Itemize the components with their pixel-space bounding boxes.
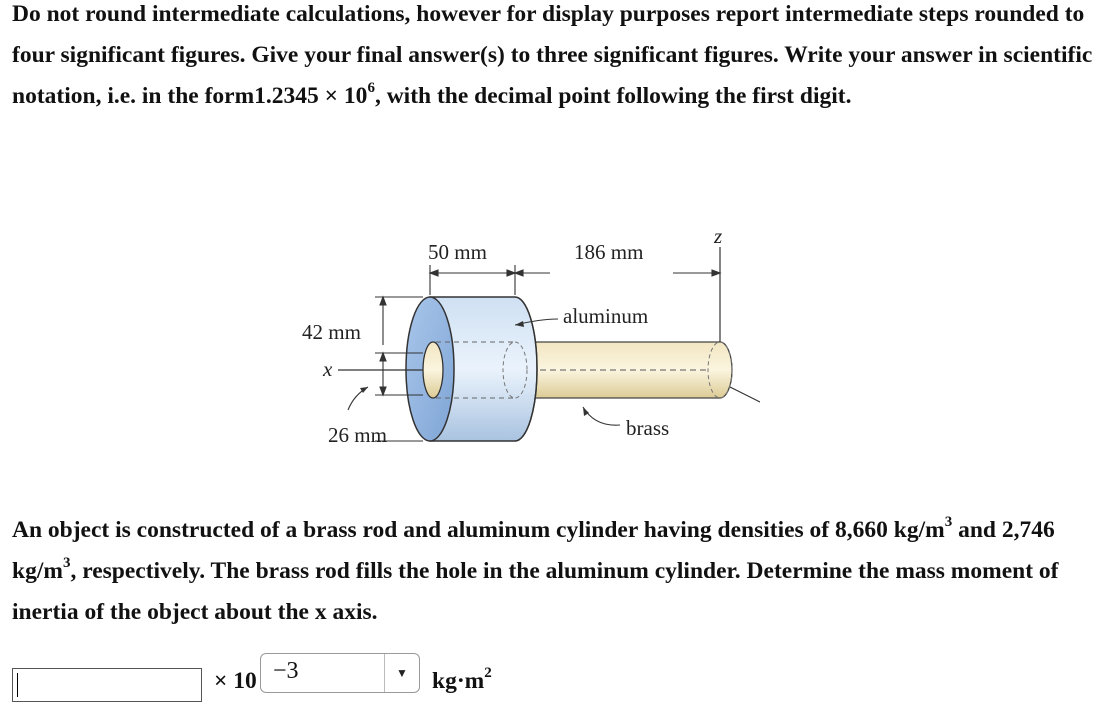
brass-leader: [582, 406, 621, 426]
dim-50-label: 50 mm: [428, 240, 487, 264]
exponent-select[interactable]: −3 ▼: [260, 653, 420, 693]
dropdown-arrow-button[interactable]: ▼: [384, 654, 419, 692]
unit-label: kg·m2: [432, 665, 492, 695]
problem-text: An object is constructed of a brass rod …: [12, 510, 1097, 633]
chevron-down-icon: ▼: [396, 665, 408, 680]
axis-z-label: z: [713, 224, 722, 248]
problem-seg3: , respectively. The brass rod fills the …: [12, 558, 1059, 625]
times-ten-label: × 10: [214, 668, 257, 694]
problem-seg1: An object is constructed of a brass rod …: [12, 517, 945, 543]
dim-186-label: 186 mm: [574, 240, 643, 264]
figure-drawing: 50 mm 186 mm 42 mm 26 mm aluminum brass …: [302, 224, 797, 447]
unit-main: kg·m: [432, 668, 485, 694]
answer-input[interactable]: [12, 668, 202, 702]
cylinder-rod-figure: 50 mm 186 mm 42 mm 26 mm aluminum brass …: [290, 215, 797, 455]
instructions-text: Do not round intermediate calculations, …: [12, 0, 1097, 117]
problem-seg2: and 2,746 kg/m: [12, 517, 1055, 584]
dim-42-lines: [375, 295, 423, 442]
instructions-exponent: 6: [367, 80, 375, 96]
instructions-part1: Do not round intermediate calculations, …: [12, 1, 1093, 109]
exponent-selected-value: −3: [273, 658, 299, 684]
problem-sup2: 3: [62, 555, 71, 571]
brass-label: brass: [626, 416, 669, 440]
problem-sup1: 3: [944, 514, 953, 530]
aluminum-label: aluminum: [563, 304, 648, 328]
y-axis-line: [729, 386, 783, 414]
axis-x-label: x: [322, 357, 333, 381]
dim-186-lines: [673, 269, 722, 277]
dim-42-label: 42 mm: [302, 320, 361, 344]
dim-26-label: 26 mm: [328, 423, 387, 447]
instructions-part2: , with the decimal point following the f…: [374, 83, 852, 109]
dim-50-lines: [428, 265, 550, 295]
text-caret: [17, 673, 18, 697]
aluminum-cylinder: [405, 296, 538, 442]
dim-26-lines: [375, 351, 423, 397]
answer-row: × 10 −3 ▼ kg·m2: [12, 650, 712, 710]
unit-sup: 2: [484, 665, 492, 681]
